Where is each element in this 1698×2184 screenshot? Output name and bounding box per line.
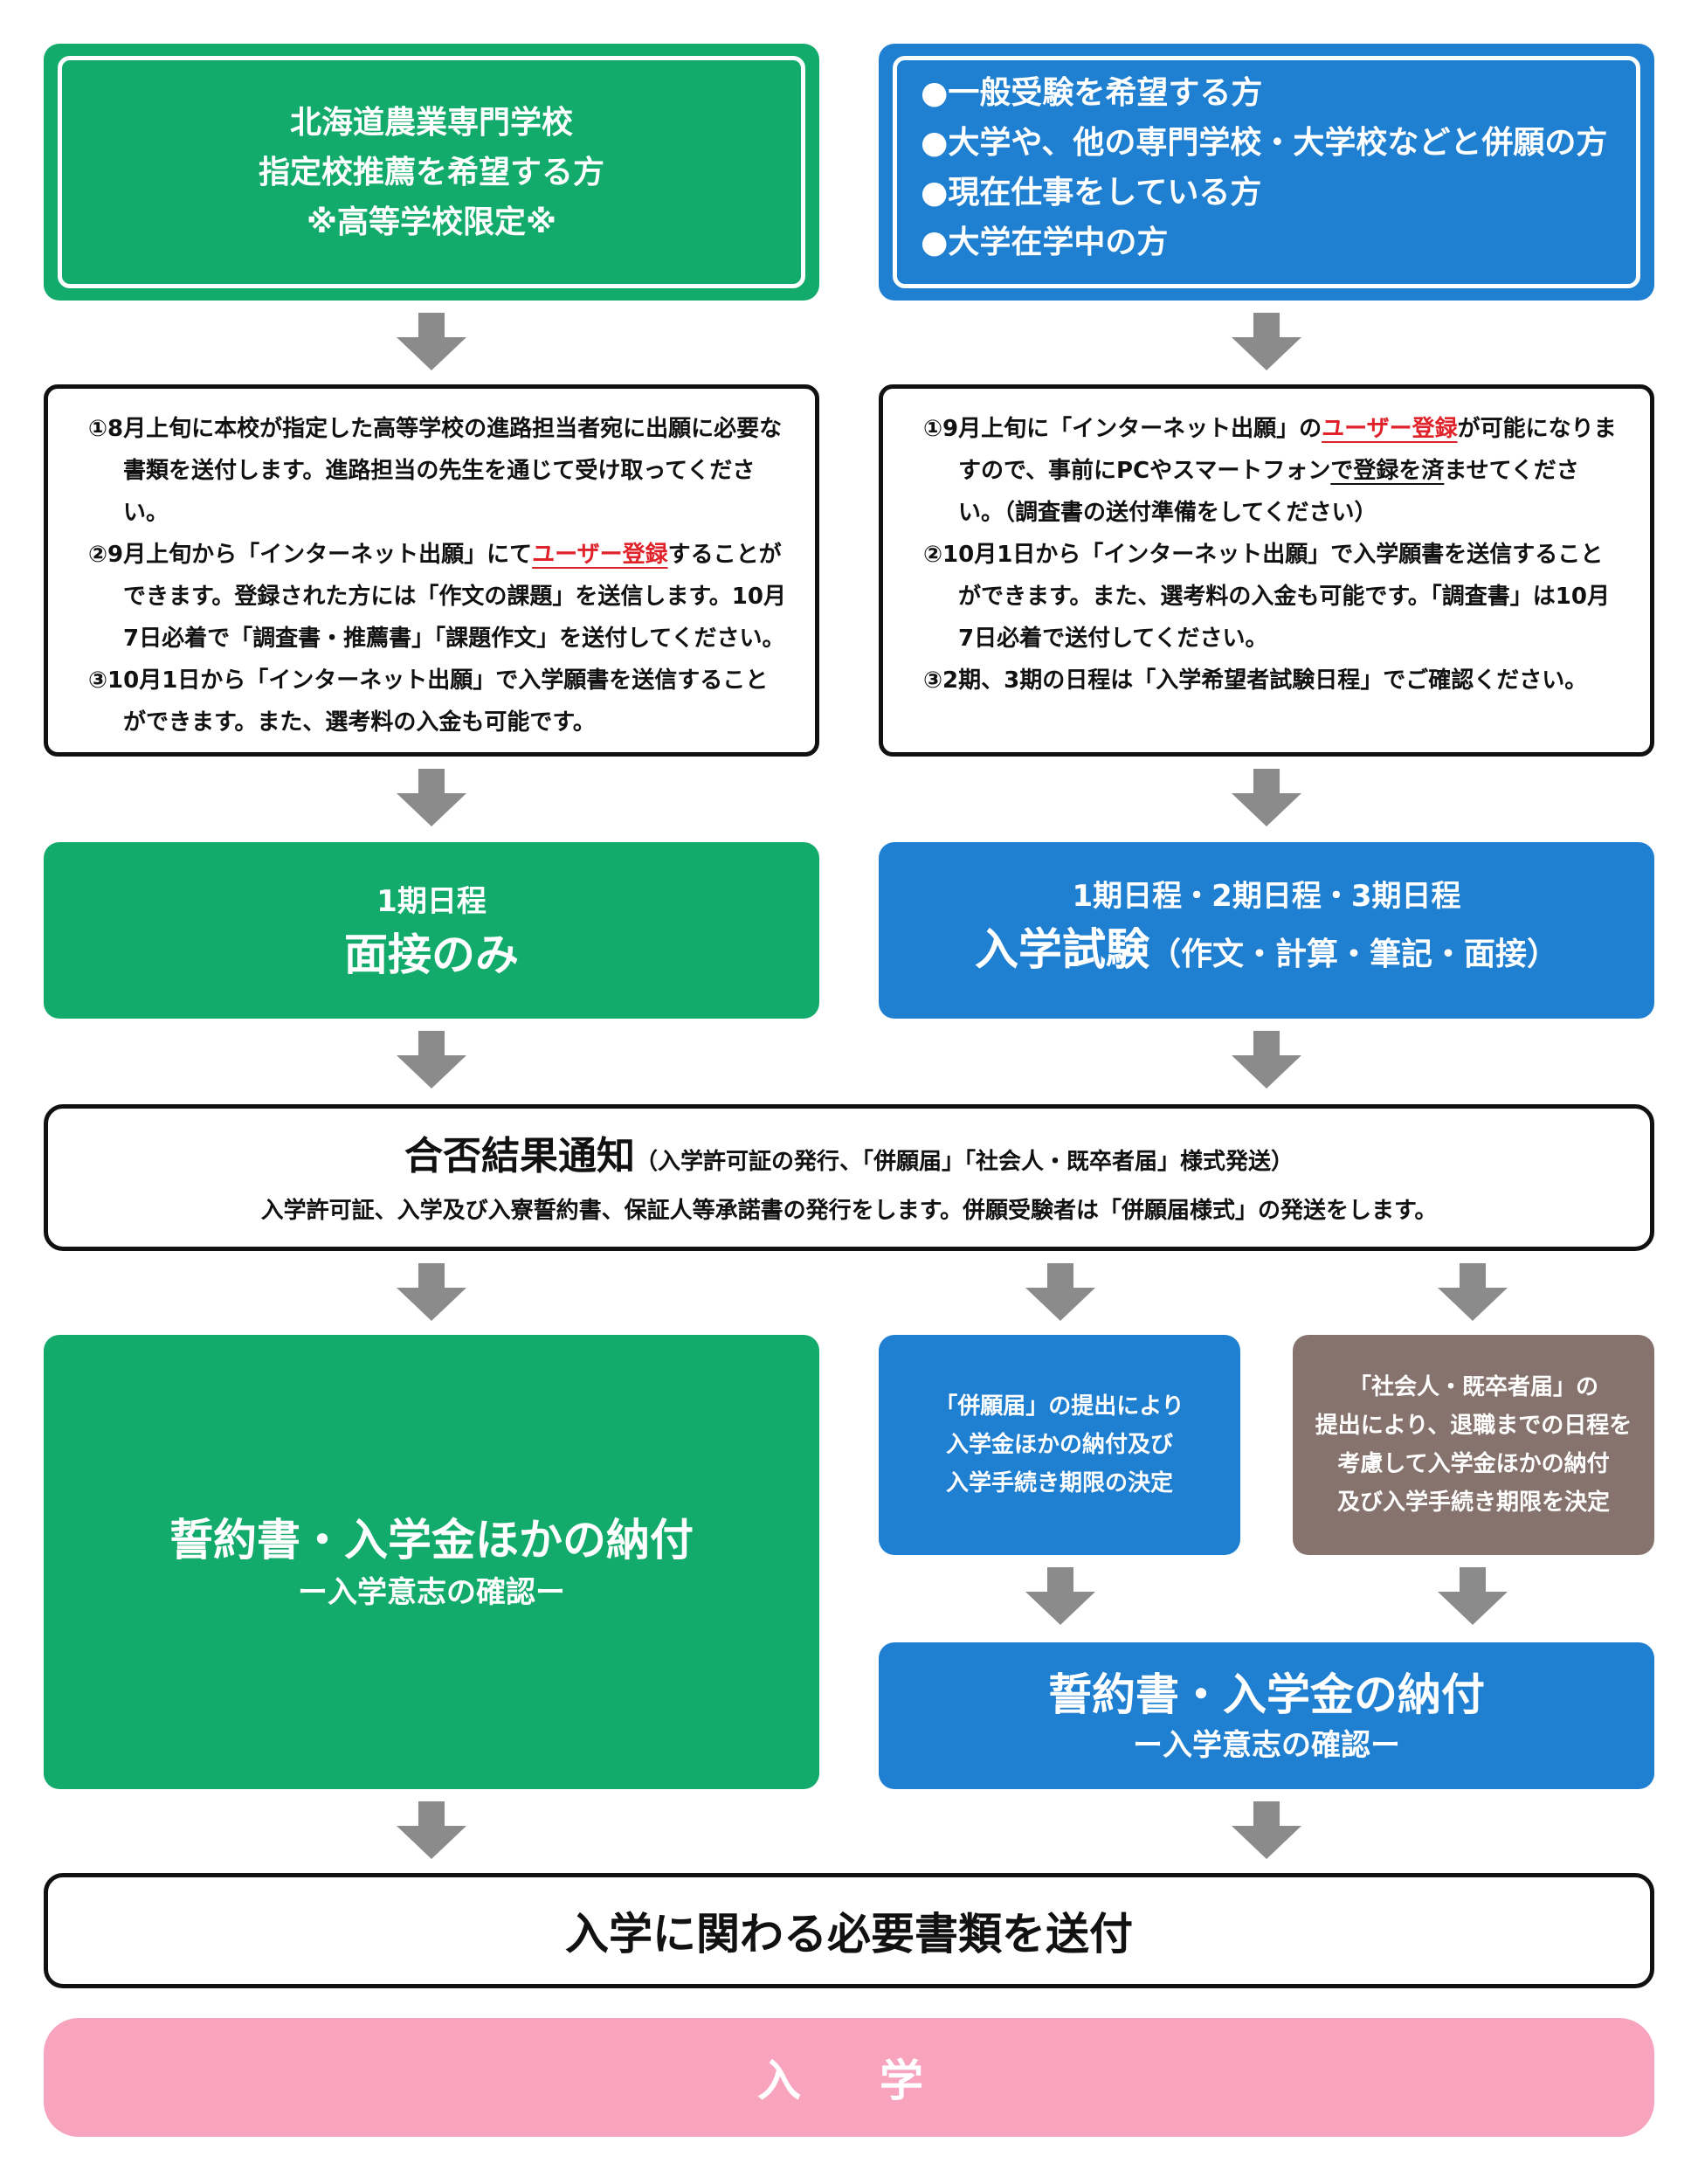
heigan-line: 入学金ほかの納付及び <box>945 1432 1173 1458</box>
schedule-label: 1期日程 <box>376 884 487 919</box>
recommendation-steps-box: ①8月上旬に本校が指定した高等学校の進路担当者宛に出願に必要な書類を送付します。… <box>44 384 819 757</box>
heigan-line: 「併願届」の提出により <box>935 1393 1184 1420</box>
shakaijin-line: 「社会人・既卒者届」の <box>1348 1374 1598 1400</box>
recommendation-line-2: 指定校推薦を希望する方 <box>258 154 604 190</box>
inner-frame <box>893 56 1640 288</box>
user-registration-link: ユーザー登録 <box>1322 416 1458 442</box>
result-notice-title: 合否結果通知 <box>404 1133 635 1178</box>
result-notice-box: 合否結果通知（入学許可証の発行、「併願届」「社会人・既卒者届」様式発送） 入学許… <box>44 1104 1654 1251</box>
interview-only-label: 面接のみ <box>344 930 519 980</box>
result-notice-note: （入学許可証の発行、「併願届」「社会人・既卒者届」様式発送） <box>634 1148 1294 1175</box>
result-notice-body: 入学許可証、入学及び入寮誓約書、保証人等承諾書の発行をします。併願受験者は「併願… <box>260 1197 1438 1224</box>
pledge-admission-payment-box: 誓約書・入学金の納付 ー入学意志の確認ー <box>879 1642 1654 1789</box>
applicant-type-general: ●一般受験を希望する方 <box>921 75 1263 111</box>
enrollment-box: 入 学 <box>44 2018 1654 2137</box>
shakaijin-line: 提出により、退職までの日程を <box>1315 1413 1632 1439</box>
general-applicant-box: ●一般受験を希望する方 ●大学や、他の専門学校・大学校などと併願の方 ●現在仕事… <box>879 44 1654 301</box>
enrollment-intent-label: ー入学意志の確認ー <box>298 1575 565 1610</box>
shakaijin-line: 及び入学手続き期限を決定 <box>1336 1489 1610 1516</box>
entrance-exam-label: 入学試験 <box>974 924 1149 975</box>
exam-subjects: （作文・計算・筆記・面接） <box>1149 936 1558 972</box>
schedule-label: 1期日程・2期日程・3期日程 <box>1072 879 1461 914</box>
inner-frame <box>58 56 805 288</box>
pledge-admission-title: 誓約書・入学金の納付 <box>1048 1669 1485 1720</box>
send-documents-box: 入学に関わる必要書類を送付 <box>44 1873 1654 1988</box>
recommendation-line-1: 北海道農業専門学校 <box>289 104 573 141</box>
applicant-type-student: ●大学在学中の方 <box>921 225 1169 260</box>
recommendation-step-1: ①8月上旬に本校が指定した高等学校の進路担当者宛に出願に必要な書類を送付します。… <box>88 416 783 526</box>
general-step-2: ②10月1日から「インターネット出願」で入学願書を送信することができます。また、… <box>923 542 1610 652</box>
enrollment-intent-label: ー入学意志の確認ー <box>1133 1728 1400 1763</box>
pledge-payment-title: 誓約書・入学金ほかの納付 <box>169 1515 694 1565</box>
applicant-type-heigan: ●大学や、他の専門学校・大学校などと併願の方 <box>921 125 1608 161</box>
applicant-type-working: ●現在仕事をしている方 <box>921 175 1262 211</box>
heigan-submission-box: 「併願届」の提出により 入学金ほかの納付及び 入学手続き期限の決定 <box>879 1335 1240 1555</box>
heigan-line: 入学手続き期限の決定 <box>945 1470 1173 1496</box>
shakaijin-line: 考慮して入学金ほかの納付 <box>1337 1451 1610 1477</box>
exam-schedule-box: 1期日程・2期日程・3期日程 入学試験（作文・計算・筆記・面接） <box>879 842 1654 1019</box>
enrollment-label: 入 学 <box>757 2056 941 2106</box>
general-step-1: ①9月上旬に「インターネット出願」のユーザー登録が可能になりますので、事前にPC… <box>923 416 1617 526</box>
recommendation-step-2: ②9月上旬から「インターネット出願」にてユーザー登録することができます。登録され… <box>88 542 786 652</box>
general-steps-box: ①9月上旬に「インターネット出願」のユーザー登録が可能になりますので、事前にPC… <box>879 384 1654 757</box>
general-step-3: ③2期、3期の日程は「入学希望者試験日程」でご確認ください。 <box>923 667 1588 694</box>
pledge-payment-box: 誓約書・入学金ほかの納付 ー入学意志の確認ー <box>44 1335 819 1789</box>
recommendation-applicant-box: 北海道農業専門学校 指定校推薦を希望する方 ※高等学校限定※ <box>44 44 819 301</box>
working-adult-submission-box: 「社会人・既卒者届」の 提出により、退職までの日程を 考慮して入学金ほかの納付 … <box>1293 1335 1654 1555</box>
user-registration-link: ユーザー登録 <box>532 542 668 568</box>
interview-schedule-box: 1期日程 面接のみ <box>44 842 819 1019</box>
send-documents-label: 入学に関わる必要書類を送付 <box>565 1909 1133 1959</box>
recommendation-step-3: ③10月1日から「インターネット出願」で入学願書を送信することができます。また、… <box>88 667 769 736</box>
recommendation-line-3: ※高等学校限定※ <box>306 204 556 240</box>
